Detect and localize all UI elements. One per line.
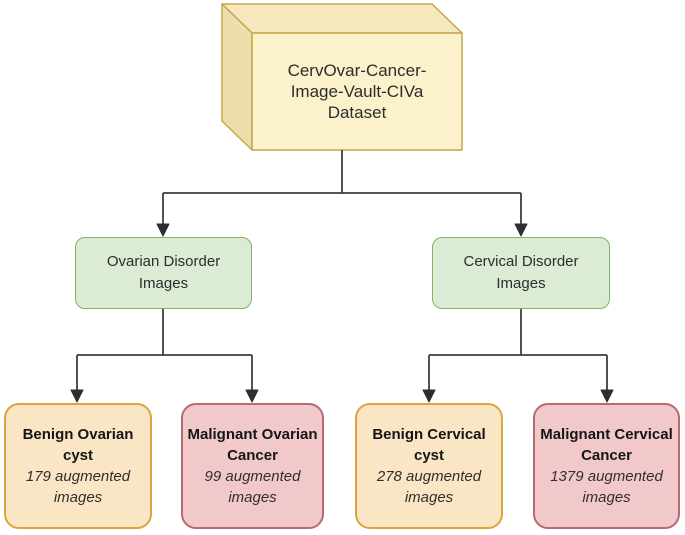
leaf-count-benign-ovarian: 179 augmented images	[25, 468, 131, 506]
arrowhead-to-benign-ovarian	[70, 389, 84, 403]
dataset-label: CervOvar-Cancer-Image-Vault-CIVa Dataset	[287, 61, 427, 122]
cervical-connectors	[422, 309, 614, 403]
leaf-count-malignant-ovarian: 99 augmented images	[204, 468, 301, 506]
dataset-cube	[221, 3, 463, 151]
dataset-node: CervOvar-Cancer-Image-Vault-CIVa Dataset	[252, 33, 462, 150]
arrowhead-to-malignant-cervical	[600, 389, 614, 403]
leaf-label-benign-ovarian: Benign Ovarian cyst	[22, 426, 134, 464]
leaf-node-malignant-ovarian: Malignant Ovarian Cancer 99 augmented im…	[181, 403, 324, 529]
leaf-node-benign-ovarian: Benign Ovarian cyst 179 augmented images	[4, 403, 152, 529]
leaf-label-malignant-ovarian: Malignant Ovarian Cancer	[187, 426, 318, 464]
branch-label-cervical: Cervical Disorder Images	[463, 253, 579, 292]
arrowhead-to-benign-cervical	[422, 389, 436, 403]
branch-node-cervical: Cervical Disorder Images	[432, 237, 610, 309]
leaf-label-malignant-cervical: Malignant Cervical Cancer	[540, 426, 673, 464]
leaf-node-malignant-cervical: Malignant Cervical Cancer 1379 augmented…	[533, 403, 680, 529]
dataset-cube-front-face	[251, 32, 463, 151]
leaf-label-benign-cervical: Benign Cervical cyst	[372, 426, 486, 464]
arrowhead-to-cervical-branch	[514, 223, 528, 237]
arrowhead-to-ovarian-branch	[156, 223, 170, 237]
branch-label-ovarian: Ovarian Disorder Images	[106, 253, 221, 292]
leaf-node-benign-cervical: Benign Cervical cyst 278 augmented image…	[355, 403, 503, 529]
dataset-cube-top-face	[221, 3, 463, 34]
level1-connectors	[156, 150, 528, 237]
branch-node-ovarian: Ovarian Disorder Images	[75, 237, 252, 309]
leaf-count-benign-cervical: 278 augmented images	[376, 468, 482, 506]
leaf-count-malignant-cervical: 1379 augmented images	[550, 468, 663, 506]
ovarian-connectors	[70, 309, 259, 403]
arrowhead-to-malignant-ovarian	[245, 389, 259, 403]
